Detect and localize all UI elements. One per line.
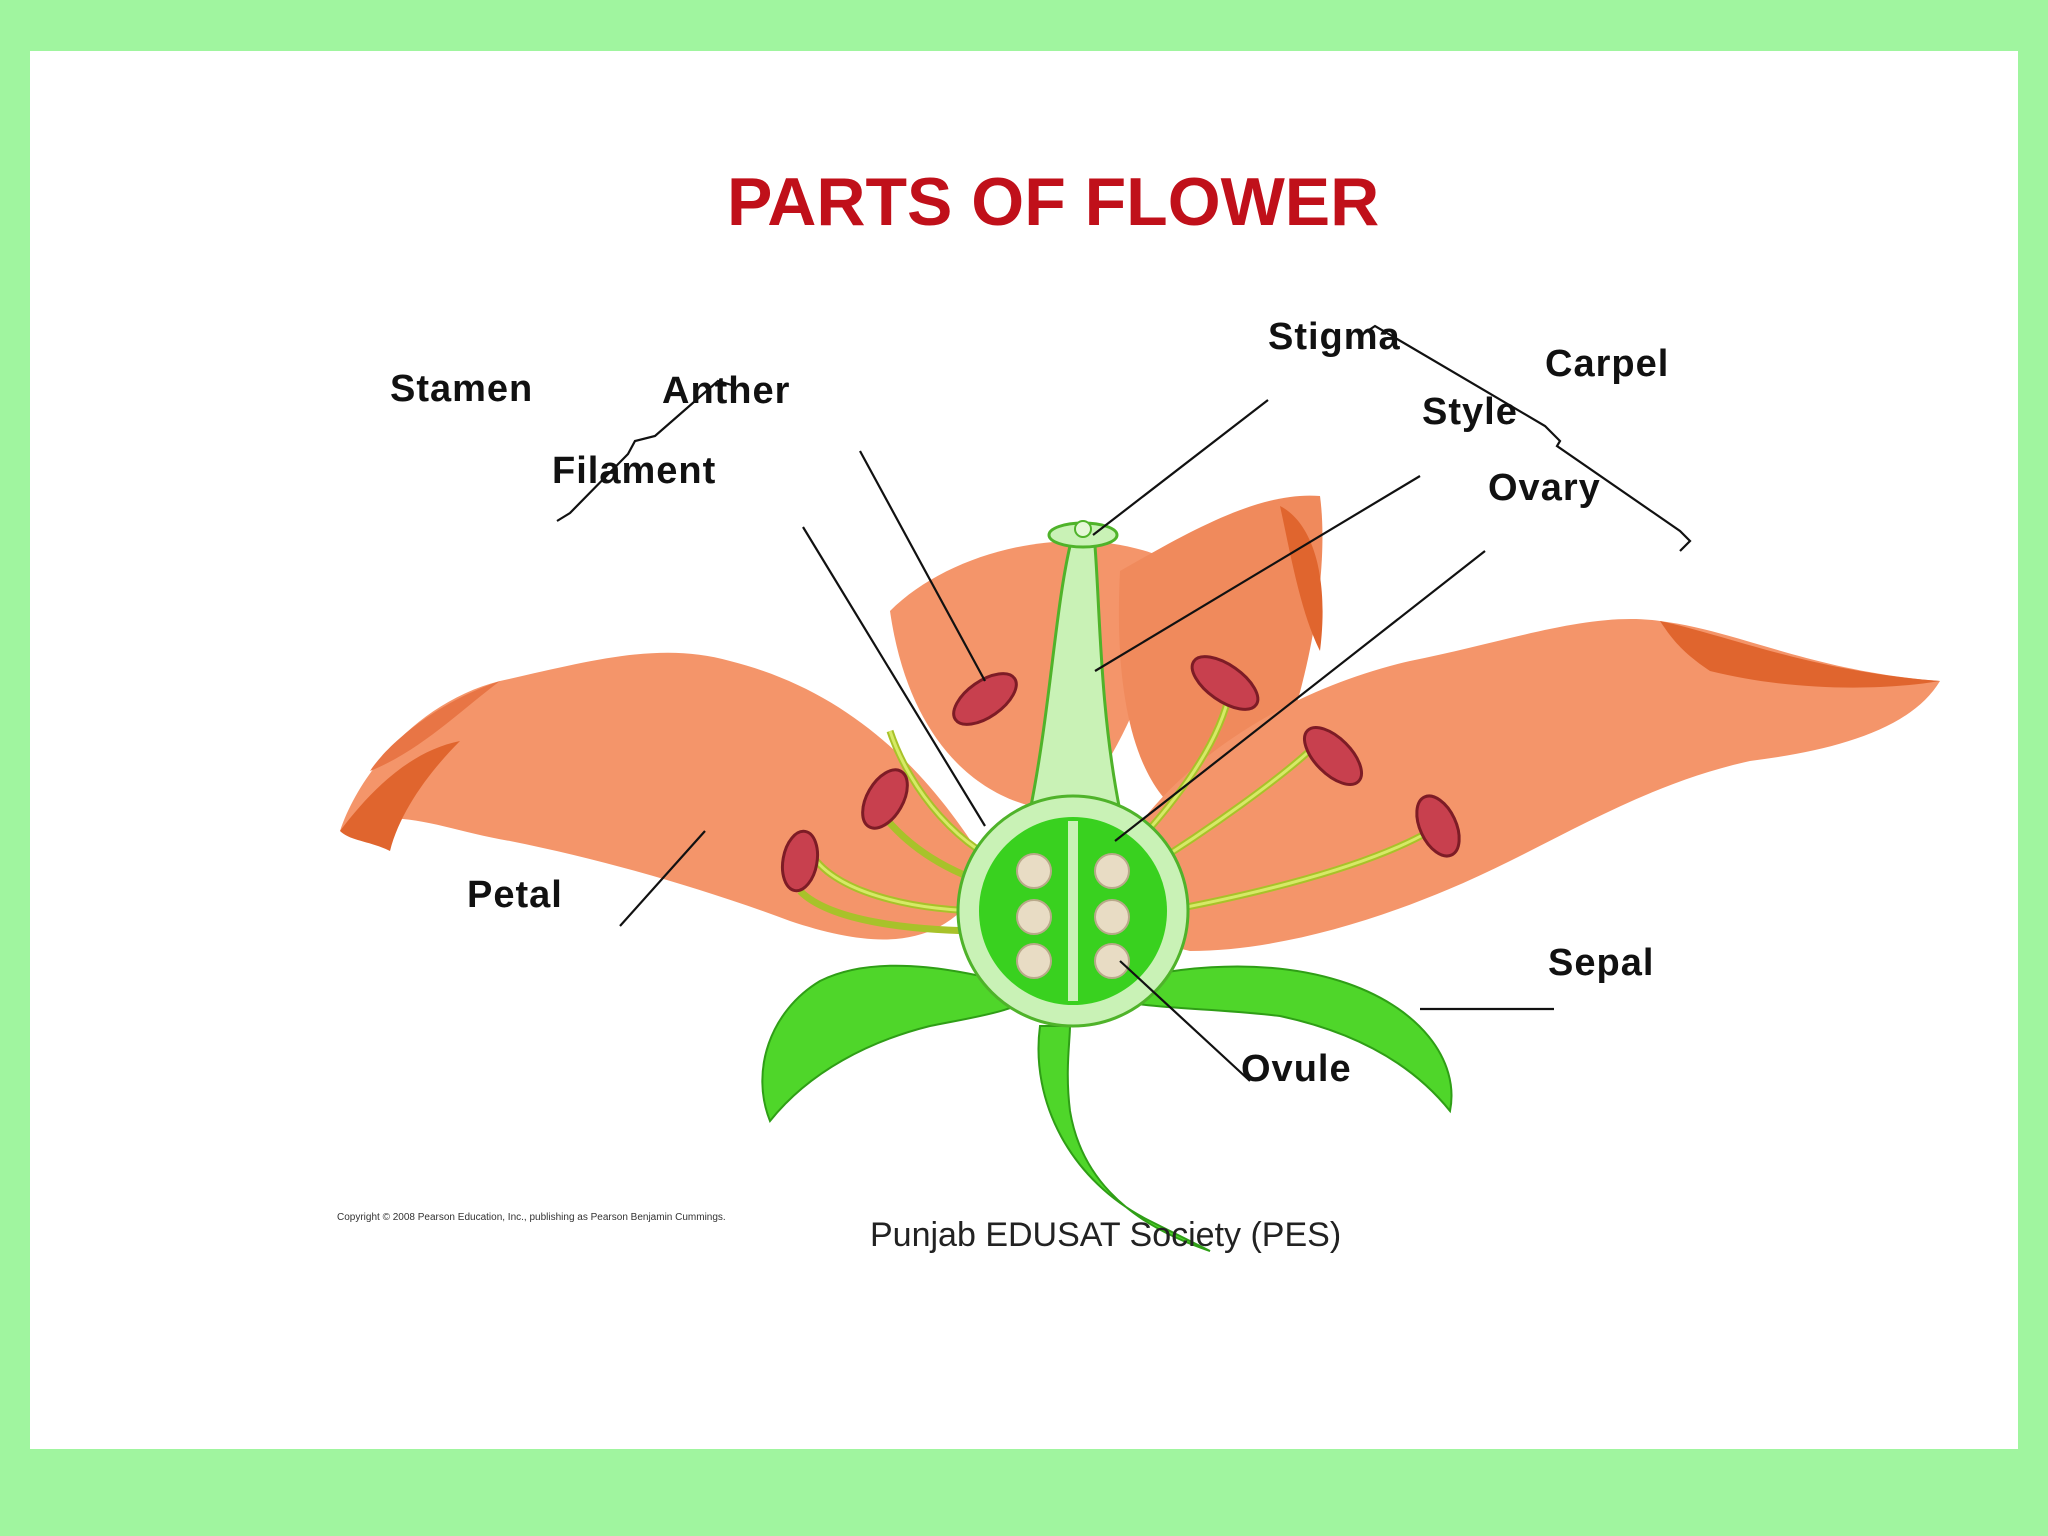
label-petal: Petal bbox=[467, 874, 563, 916]
leader-lines bbox=[556, 324, 1692, 1082]
label-stigma: Stigma bbox=[1268, 316, 1401, 358]
label-stamen: Stamen bbox=[390, 368, 533, 410]
carpel-bracket bbox=[1359, 324, 1692, 552]
petal-right bbox=[1110, 619, 1940, 951]
label-sepal: Sepal bbox=[1548, 942, 1654, 984]
sepal-right bbox=[1087, 965, 1453, 1114]
flower-diagram: PARTS OF FLOWER bbox=[337, 164, 1940, 1254]
copyright-notice: Copyright © 2008 Pearson Education, Inc.… bbox=[337, 1212, 726, 1223]
label-ovule: Ovule bbox=[1241, 1048, 1352, 1090]
flower-illustration bbox=[340, 495, 1940, 1252]
stamen-bracket bbox=[556, 379, 736, 522]
labels: Stamen Anther Filament Stigma Style Carp… bbox=[390, 316, 1669, 1090]
society-caption: Punjab EDUSAT Society (PES) bbox=[870, 1216, 1341, 1254]
stem bbox=[1037, 1025, 1211, 1252]
label-style: Style bbox=[1422, 391, 1518, 433]
label-carpel: Carpel bbox=[1545, 343, 1669, 385]
label-ovary: Ovary bbox=[1488, 467, 1601, 509]
sepal-left bbox=[761, 964, 1042, 1123]
anthers bbox=[780, 655, 1461, 893]
label-filament: Filament bbox=[552, 450, 716, 492]
page-title: PARTS OF FLOWER bbox=[727, 164, 1379, 240]
slide: PARTS OF FLOWER bbox=[30, 51, 2018, 1449]
label-anther: Anther bbox=[662, 370, 790, 412]
ovules bbox=[1016, 853, 1130, 979]
